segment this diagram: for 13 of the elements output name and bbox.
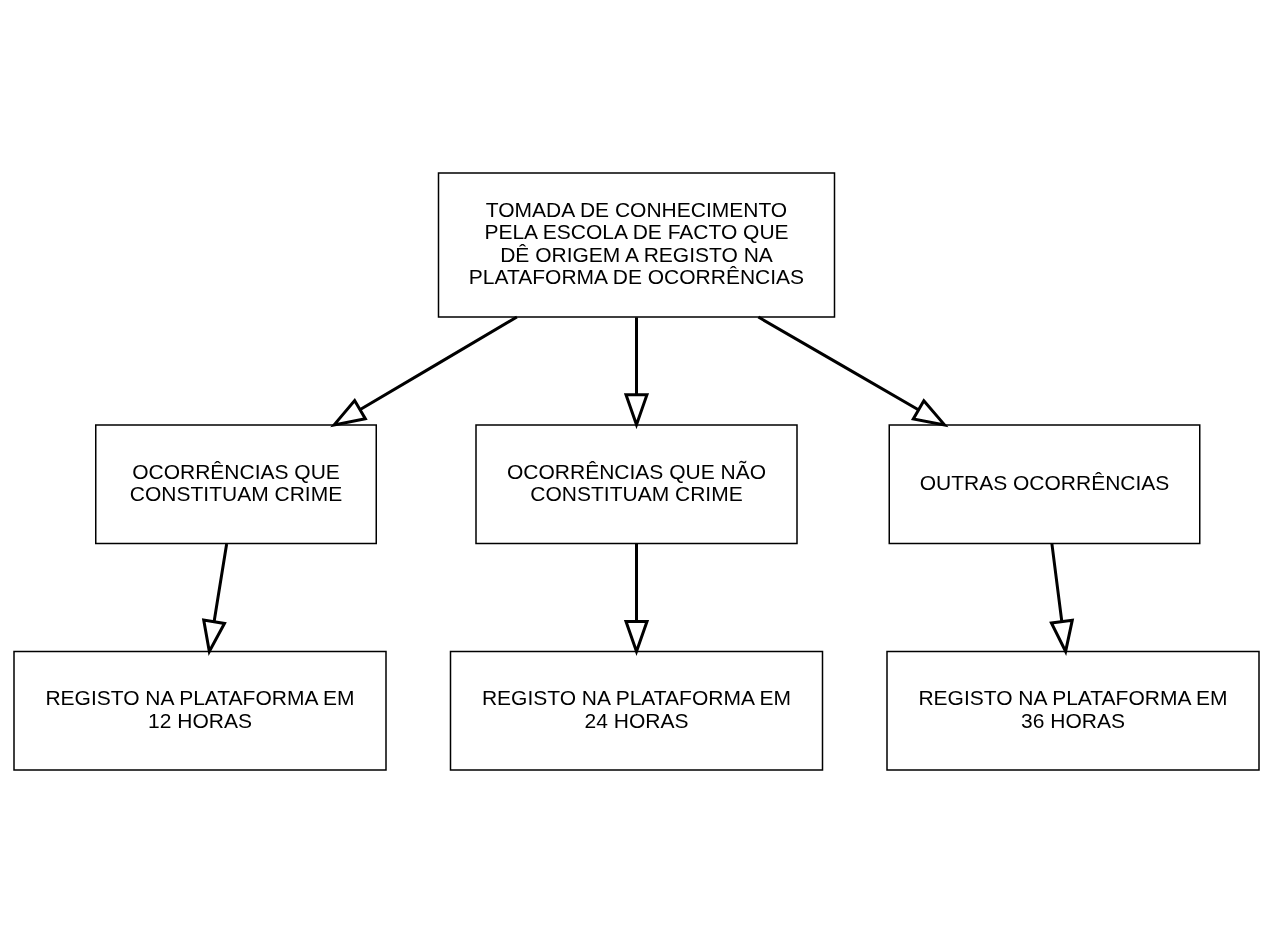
arrow (757, 315, 949, 428)
arrow (623, 317, 650, 430)
node-box: REGISTO NA PLATAFORMA EM 12 HORAS (13, 650, 387, 771)
node-box: OUTRAS OCORRÊNCIAS (888, 424, 1201, 545)
arrow (330, 315, 518, 428)
arrow (623, 543, 650, 656)
node-box: OCORRÊNCIAS QUE NÃO CONSTITUAM CRIME (475, 424, 798, 545)
node-box: REGISTO NA PLATAFORMA EM 36 HORAS (886, 650, 1260, 771)
arrow (201, 543, 229, 656)
node-box: OCORRÊNCIAS QUE CONSTITUAM CRIME (95, 424, 377, 545)
arrow (1049, 543, 1075, 656)
node-box: REGISTO NA PLATAFORMA EM 24 HORAS (449, 650, 824, 771)
node-box: TOMADA DE CONHECIMENTO PELA ESCOLA DE FACTO QUE DÊ ORIGEM A REGISTO NA PLATAFORMA DE OCORRÊNCIAS (437, 172, 836, 318)
